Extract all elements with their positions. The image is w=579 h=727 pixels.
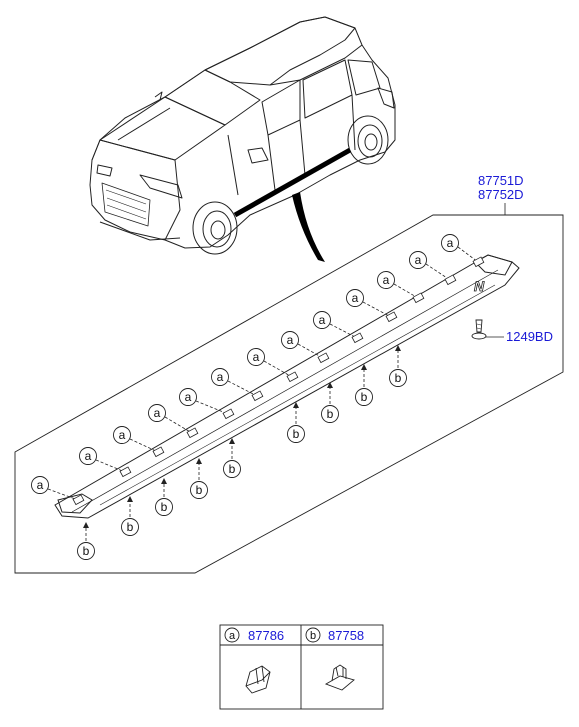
- screw-icon: [471, 319, 487, 340]
- clip-b-callout: b: [223, 438, 241, 478]
- legend-a-part: 87786: [248, 628, 284, 643]
- callout-a-circle: [31, 476, 49, 494]
- legend-b-part: 87758: [328, 628, 364, 643]
- clip-a-callout: a: [377, 271, 425, 304]
- clip-b-callout: b: [321, 382, 339, 423]
- clip-a-callout: a: [31, 476, 85, 506]
- callout-b-circle: [190, 481, 208, 499]
- legend-b-circle: [305, 627, 321, 643]
- callout-b-circle: [77, 542, 95, 560]
- callout-a-label: a: [253, 350, 260, 364]
- legend-grid: [220, 625, 383, 709]
- legend-table: a 87786 b 87758: [219, 624, 384, 710]
- callout-a-label: a: [287, 333, 294, 347]
- callout-b-circle: [121, 518, 139, 536]
- callout-a-label: a: [383, 273, 390, 287]
- callout-b-label: b: [327, 407, 334, 421]
- legend-a-letter: a: [229, 630, 236, 642]
- part-number-87752d: 87752D: [478, 187, 524, 202]
- callout-b-circle: [155, 498, 173, 516]
- callout-a-circle: [247, 348, 265, 366]
- clip-b-callout: b: [355, 364, 373, 406]
- callout-a-label: a: [447, 236, 454, 250]
- callout-a-circle: [377, 271, 395, 289]
- clip-b-callout: b: [155, 478, 173, 516]
- assembly-leader-line: [433, 203, 506, 216]
- clip-b-callout: b: [121, 496, 139, 536]
- legend-b-letter: b: [310, 630, 316, 642]
- clip-a-callout: a: [179, 388, 235, 420]
- clip-b-callout: b: [389, 345, 407, 387]
- clip-b-callout: b: [287, 402, 305, 443]
- callout-b-label: b: [161, 500, 168, 514]
- callout-a-label: a: [154, 406, 161, 420]
- clip-a-callout: a: [148, 404, 199, 439]
- callout-a-circle: [346, 289, 364, 307]
- part-number-1249bd: 1249BD: [506, 329, 553, 344]
- clip-a-callouts: a a a a a a a a a a a a a: [31, 234, 485, 506]
- callout-a-circle: [79, 447, 97, 465]
- clip-a-callout: a: [313, 311, 364, 344]
- callout-b-label: b: [229, 462, 236, 476]
- callout-a-label: a: [415, 253, 422, 267]
- callout-a-circle: [441, 234, 459, 252]
- pointer-arrow: [292, 192, 325, 262]
- side-sill-highlight: [233, 147, 352, 218]
- clip-b-callout: b: [77, 522, 95, 560]
- callout-a-circle: [148, 404, 166, 422]
- callout-a-circle: [281, 331, 299, 349]
- n-badge: N: [474, 278, 485, 294]
- callout-a-label: a: [85, 449, 92, 463]
- callout-a-circle: [313, 311, 331, 329]
- callout-b-label: b: [395, 371, 402, 385]
- clip-a-callout: a: [211, 368, 264, 402]
- part-number-87751d: 87751D: [478, 173, 524, 188]
- callout-a-label: a: [185, 390, 192, 404]
- clip-a-callout: a: [281, 331, 330, 364]
- clip-a-icon: [245, 665, 271, 694]
- exploded-view-frame: [14, 214, 564, 574]
- clip-b-icon: [324, 664, 355, 691]
- callout-b-circle: [223, 460, 241, 478]
- vehicle-illustration: [89, 16, 396, 255]
- callout-b-label: b: [293, 427, 300, 441]
- side-sill-molding: [54, 254, 520, 519]
- legend-a-circle: [224, 627, 240, 643]
- clip-a-callout: a: [247, 348, 299, 383]
- callout-b-circle: [321, 405, 339, 423]
- callout-a-circle: [211, 368, 229, 386]
- callout-a-label: a: [37, 478, 44, 492]
- callout-a-label: a: [217, 370, 224, 384]
- clip-a-callout: a: [79, 447, 132, 478]
- clip-a-callout: a: [441, 234, 485, 268]
- clip-b-callout: b: [190, 458, 208, 499]
- callout-b-circle: [389, 369, 407, 387]
- legend-frame: [219, 624, 384, 710]
- clip-a-callout: a: [409, 251, 457, 286]
- callout-b-circle: [355, 388, 373, 406]
- callout-b-label: b: [83, 544, 90, 558]
- callout-b-circle: [287, 425, 305, 443]
- callout-a-label: a: [119, 428, 126, 442]
- callout-a-label: a: [352, 291, 359, 305]
- callout-b-label: b: [127, 520, 134, 534]
- callout-a-label: a: [319, 313, 326, 327]
- callout-b-label: b: [196, 483, 203, 497]
- callout-a-circle: [409, 251, 427, 269]
- callout-b-label: b: [361, 390, 368, 404]
- callout-a-circle: [113, 426, 131, 444]
- clip-a-callout: a: [346, 289, 398, 323]
- clip-b-callouts: b b b b b b b b b: [77, 345, 407, 560]
- callout-a-circle: [179, 388, 197, 406]
- clip-a-callout: a: [113, 426, 165, 458]
